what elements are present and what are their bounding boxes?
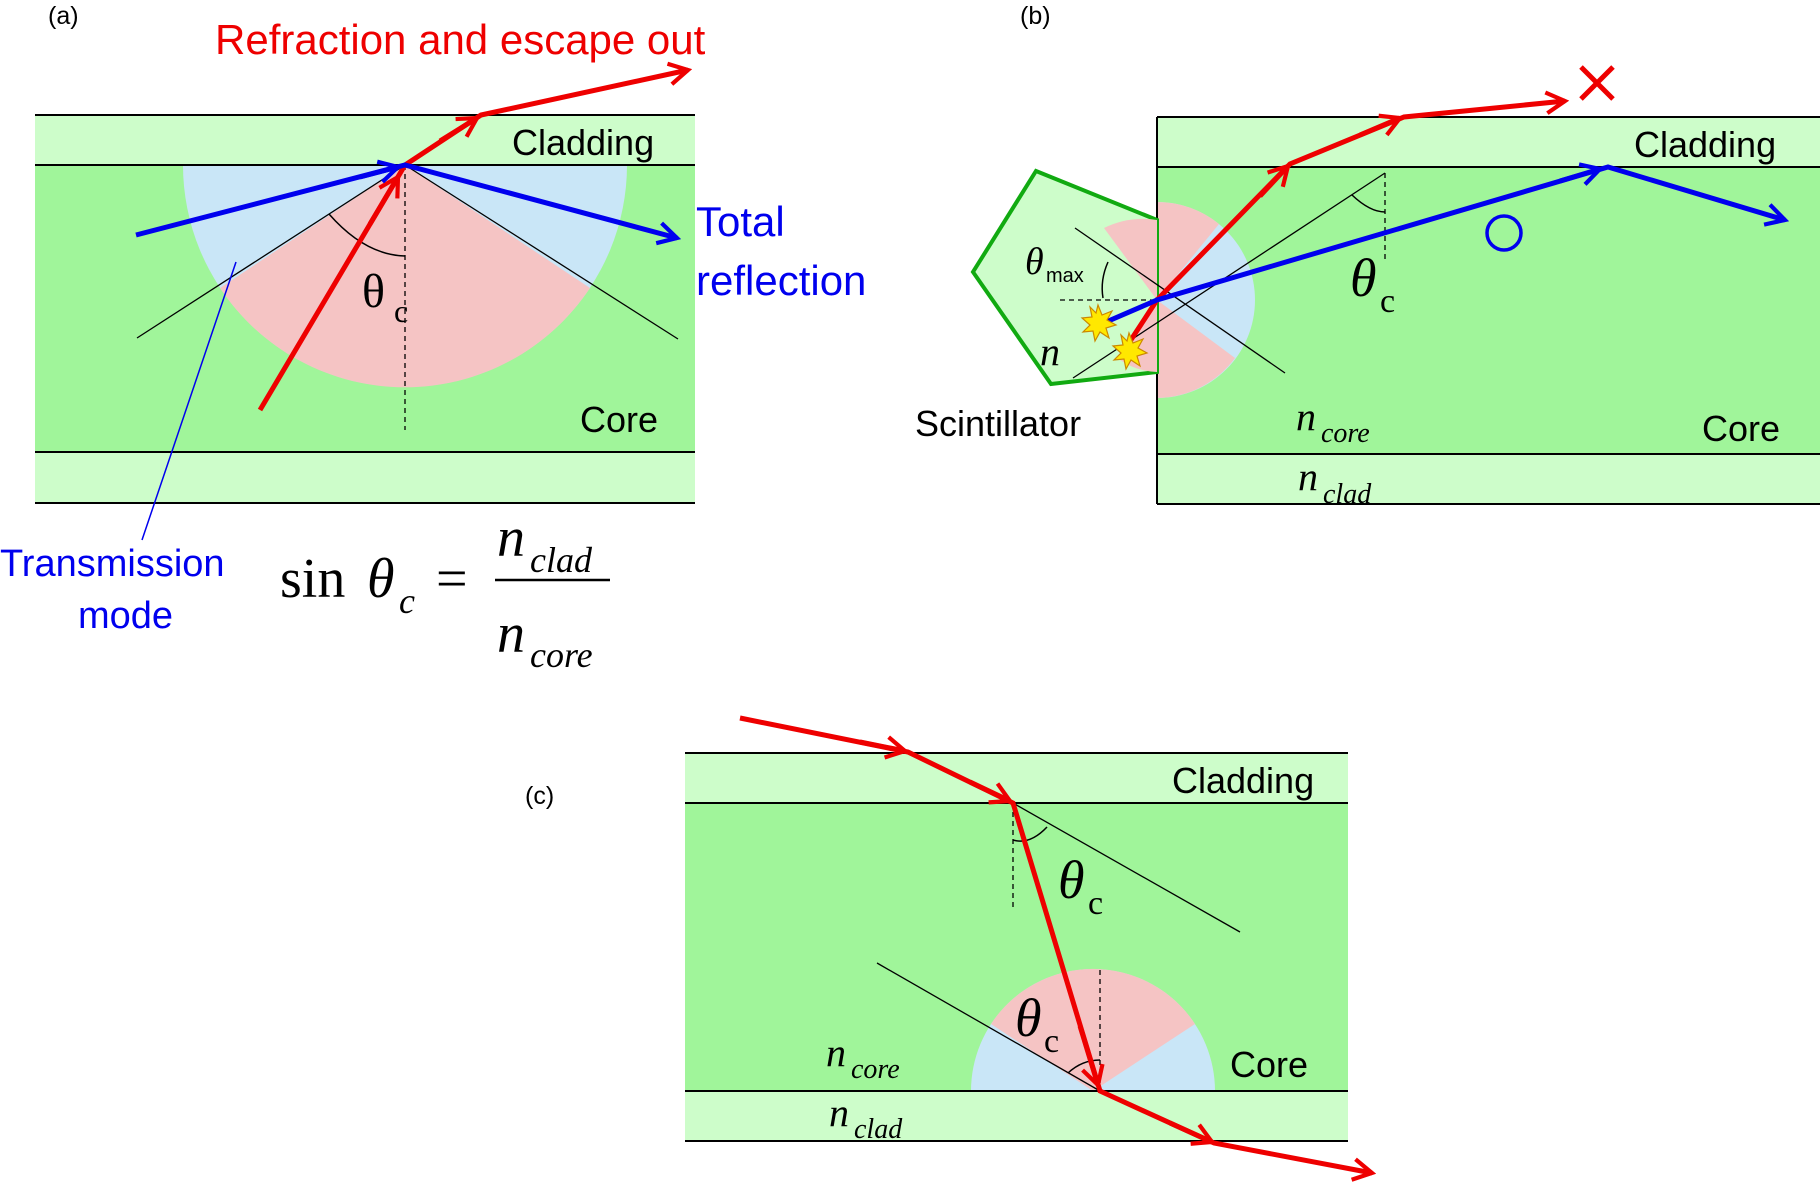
transmission-pointer xyxy=(141,261,237,541)
n-clad-label-c: n xyxy=(829,1090,849,1135)
panel-label-a: (a) xyxy=(48,2,79,30)
scintillator-sector xyxy=(1104,218,1157,300)
formula-sin: sin xyxy=(280,548,345,610)
cladding-label-c: Cladding xyxy=(1172,760,1314,801)
formula-theta: θ xyxy=(367,548,395,610)
cladding-label-a: Cladding xyxy=(512,122,654,163)
cladding-bottom-band-b xyxy=(1157,454,1820,504)
cladding-label-b: Cladding xyxy=(1634,124,1776,165)
theta-max-subscript: max xyxy=(1046,265,1084,287)
refraction-mid-arrow-c2 xyxy=(968,779,1010,801)
panel-a: (a) Refraction and escape out Cladding C… xyxy=(0,2,866,675)
refraction-sector-c xyxy=(991,968,1195,1091)
critical-line-left xyxy=(136,164,406,339)
cladding-bottom-band-c xyxy=(685,1091,1348,1141)
total-reflection-line2: reflection xyxy=(696,257,866,304)
critical-line-b-main xyxy=(1074,227,1286,374)
critical-angle-subscript-b: c xyxy=(1380,283,1395,320)
core-band-b xyxy=(1157,167,1820,454)
transmission-label-line1: Transmission xyxy=(0,543,225,585)
n-clad-label-b: n xyxy=(1298,454,1318,499)
n-core-label-c: n xyxy=(826,1030,846,1075)
cladding-top-band-b xyxy=(1157,117,1820,167)
n-clad-subscript-b: clad xyxy=(1323,479,1372,510)
total-reflection-ray xyxy=(135,162,677,238)
scintillator-index-label: n xyxy=(1040,329,1060,374)
cladding-top-band-c xyxy=(685,753,1348,803)
formula-equals: = xyxy=(436,548,468,610)
acceptance-sectors-c xyxy=(971,968,1215,1091)
panel-c: (c) Cladding Core θ c θ c n core n clad xyxy=(525,715,1372,1184)
total-reflection-ray-b xyxy=(1105,164,1785,325)
refraction-mid-arrow xyxy=(367,177,398,226)
critical-line-c-top xyxy=(1012,802,1241,933)
theta-max-arc xyxy=(1101,261,1109,299)
escape-fail-mark xyxy=(1579,65,1615,101)
core-label-c: Core xyxy=(1230,1044,1308,1085)
formula-theta-sub: c xyxy=(399,581,415,621)
refraction-sector-b-lower xyxy=(1157,300,1235,398)
critical-angle-symbol-c: θ xyxy=(1058,850,1085,910)
critical-angle-symbol-c2: θ xyxy=(1015,988,1042,1048)
refraction-sector-b xyxy=(1157,201,1219,300)
critical-angle-subscript-c: c xyxy=(1088,885,1103,922)
critical-angle-symbol-a: θ xyxy=(362,265,385,318)
theta-max-symbol: θ xyxy=(1025,241,1044,283)
formula-den-n: n xyxy=(497,603,525,665)
scintillator-label: Scintillator xyxy=(915,403,1081,444)
critical-angle-subscript-a: c xyxy=(394,293,408,329)
cladding-top-band xyxy=(35,115,695,165)
n-clad-subscript-c: clad xyxy=(854,1114,903,1145)
critical-angle-formula: sin θ c = n clad n core xyxy=(280,507,610,675)
total-reflection-line1: Total xyxy=(696,198,785,245)
formula-den-sub: core xyxy=(530,635,593,675)
critical-line-right xyxy=(404,164,679,340)
refraction-mid-arrow-c3 xyxy=(1077,1025,1098,1085)
angle-arc-c-bottom xyxy=(1067,1059,1101,1074)
core-label-b: Core xyxy=(1702,408,1780,449)
refraction-clad-arrow xyxy=(438,118,477,144)
critical-line-c-bottom xyxy=(876,962,1101,1092)
refraction-mid-arrow-b xyxy=(1258,166,1288,198)
refraction-mid-arrow-c1 xyxy=(859,742,905,751)
critical-angle-subscript-c2: c xyxy=(1044,1023,1059,1060)
reflection-mid-arrow xyxy=(359,167,398,177)
transmission-label-line2: mode xyxy=(78,595,173,637)
cladding-bottom-band xyxy=(35,452,695,503)
panel-label-c: (c) xyxy=(525,782,554,810)
panel-b: (b) Cladding Core Scintillator θ max n θ… xyxy=(915,2,1820,510)
n-core-subscript-c: core xyxy=(851,1054,900,1085)
critical-angle-symbol-b: θ xyxy=(1350,248,1377,308)
panel-label-b: (b) xyxy=(1020,2,1051,30)
guided-ok-mark xyxy=(1485,214,1523,252)
n-core-subscript-b: core xyxy=(1321,418,1370,449)
refraction-mid-arrow-c4 xyxy=(1168,1120,1212,1142)
formula-num-n: n xyxy=(497,507,525,569)
theta-c-arc-b xyxy=(1351,194,1386,213)
reflection-mid-arrow-b xyxy=(1559,169,1600,181)
refraction-label: Refraction and escape out xyxy=(215,16,706,63)
scintillator-body xyxy=(970,168,1159,387)
scintillation-flash-icon-2 xyxy=(1111,331,1149,371)
angle-arc xyxy=(328,213,406,257)
refraction-clad-arrow-b xyxy=(1359,118,1400,138)
formula-num-sub: clad xyxy=(530,540,593,580)
acceptance-sectors-b xyxy=(1157,201,1255,398)
n-core-label-b: n xyxy=(1296,394,1316,439)
angle-arc-c-top xyxy=(1012,826,1048,842)
core-label-a: Core xyxy=(580,399,658,440)
scintillation-flash-icon xyxy=(1080,303,1118,343)
